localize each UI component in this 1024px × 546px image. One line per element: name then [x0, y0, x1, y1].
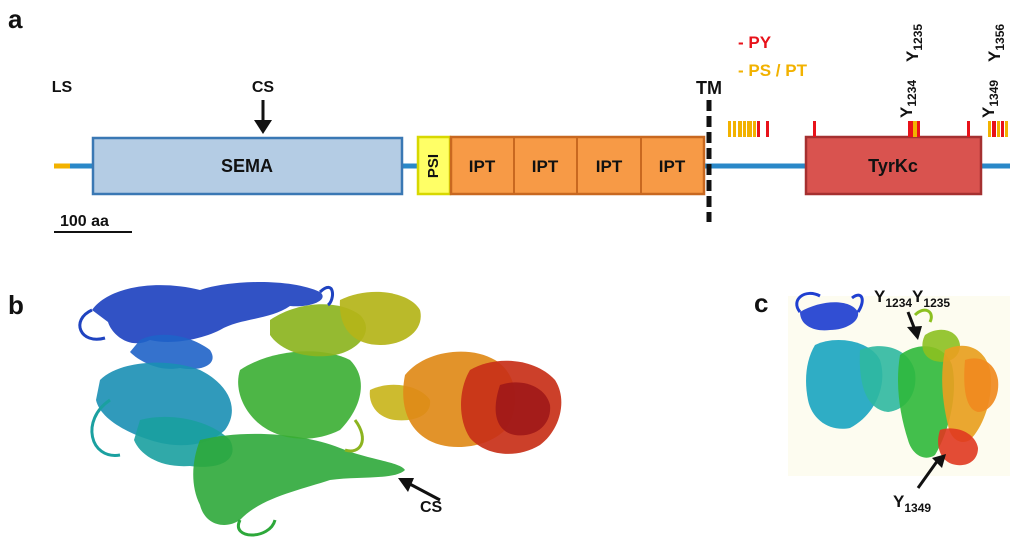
panel-b-ribbon-structure: [78, 282, 562, 537]
label-y1235: Y1235: [903, 24, 925, 62]
phosphosite-mark: [813, 121, 816, 137]
ipt-domain-3-label: IPT: [596, 157, 623, 176]
label-y1356: Y1356: [985, 24, 1007, 62]
panel-c-y1349-arrow-head: [932, 454, 946, 468]
cs-arrow-head: [254, 120, 272, 134]
panel-c-y1349-label: Y1349: [893, 492, 931, 515]
phosphosite-mark: [967, 121, 970, 137]
phosphosite-cluster-y1234-y1235: [908, 121, 920, 137]
phosphosite-cluster-juxtamembrane: [728, 121, 769, 137]
panel-c-label: c: [754, 288, 768, 318]
tyrkc-domain-label: TyrKc: [868, 156, 918, 176]
label-y1349: Y1349: [979, 80, 1001, 118]
panel-b-cs-arrow-head: [398, 478, 414, 492]
svg-text:Y1349: Y1349: [979, 80, 1001, 118]
panel-c-y1349-arrow-shaft: [916, 459, 940, 489]
label-y1234: Y1234: [897, 80, 919, 118]
sema-domain-label: SEMA: [221, 156, 273, 176]
panel-c-y1234-y1235-label: Y1234Y1235: [874, 287, 950, 310]
ipt-domain-1-label: IPT: [469, 157, 496, 176]
svg-text:Y1234: Y1234: [897, 80, 919, 118]
legend-ps-pt: - PS / PT: [738, 61, 808, 80]
panel-b-cs-label: CS: [420, 499, 443, 516]
cs-label: CS: [252, 79, 275, 96]
scale-bar-label: 100 aa: [60, 213, 109, 230]
svg-text:Y1356: Y1356: [985, 24, 1007, 62]
sema-domain: [91, 136, 404, 196]
tm-label: TM: [696, 78, 722, 98]
ipt-domain-4-label: IPT: [659, 157, 686, 176]
panel-b-label: b: [8, 290, 24, 320]
phosphosite-cluster-c-terminal: [988, 121, 1008, 137]
panel-a-label: a: [8, 4, 23, 34]
panel-c-ribbon-structure: [795, 291, 999, 466]
tyrkc-domain: [804, 135, 983, 196]
panel-b-cs-arrow-shaft: [405, 480, 441, 502]
legend-py: - PY: [738, 33, 772, 52]
ipt-domain-2-label: IPT: [532, 157, 559, 176]
svg-text:Y1235: Y1235: [903, 24, 925, 62]
panel-c-y1234-arrow-head: [907, 326, 922, 340]
ls-label: LS: [52, 79, 73, 96]
psi-domain-label: PSI: [425, 154, 442, 178]
